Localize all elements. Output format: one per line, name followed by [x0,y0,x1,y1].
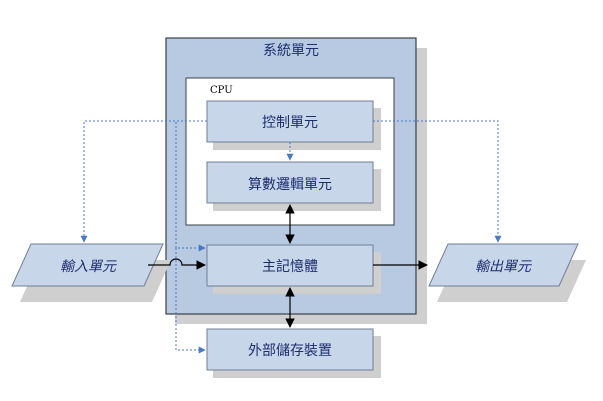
external-storage-label: 外部儲存裝置 [248,343,332,359]
alu-label: 算數邏輯單元 [248,177,332,193]
main-memory-unit: 主記憶體 [206,244,381,294]
main-memory-label: 主記憶體 [262,258,318,275]
control-to-storage-line [175,248,206,354]
input-unit-label: 輸入單元 [60,259,117,275]
control-unit: 控制單元 [206,100,381,150]
output-unit-label: 輸出單元 [475,259,532,275]
cpu-label: CPU [210,85,233,96]
control-to-memory-line [175,120,207,252]
input-unit-box [11,243,164,287]
output-unit: 輸出單元 [428,243,586,302]
alu-box [206,161,374,204]
external-storage-box [206,328,374,371]
input-unit: 輸入單元 [11,243,171,302]
external-storage-unit: 外部儲存裝置 [206,328,381,378]
input-to-memory-arrow [148,258,206,270]
data-flow-lines [148,204,428,328]
output-unit-box [428,243,579,287]
control-unit-label: 控制單元 [262,115,318,131]
control-signal-lines [80,120,502,354]
alu-unit: 算數邏輯單元 [206,161,381,211]
control-to-input-line [80,120,207,243]
control-to-output-line [373,120,502,243]
system-unit-label: 系統單元 [263,43,319,59]
